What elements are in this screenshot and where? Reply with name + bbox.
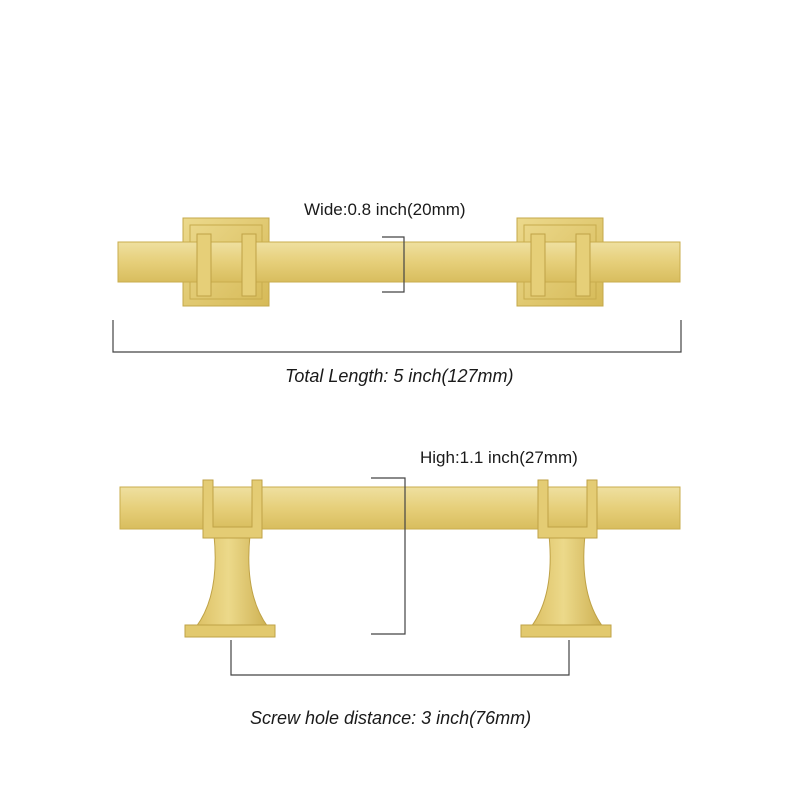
left-side-clamp: [202, 479, 263, 539]
right-side-clamp: [537, 479, 598, 539]
high-dimension-bracket: [371, 477, 406, 635]
left-leg: [184, 534, 276, 638]
wide-dimension-bracket: [382, 236, 405, 293]
high-label: High:1.1 inch(27mm): [420, 448, 578, 467]
screw-hole-label: Screw hole distance: 3 inch(76mm): [250, 708, 532, 728]
top-view-handle: [117, 217, 681, 307]
right-leg: [520, 534, 612, 638]
left-clamp: [196, 233, 257, 297]
screw-hole-bracket: [230, 640, 570, 676]
total-length-bracket: [112, 320, 682, 353]
side-view-handle: [119, 479, 681, 638]
wide-label: Wide:0.8 inch(20mm): [304, 200, 466, 219]
total-length-label: Total Length: 5 inch(127mm): [285, 366, 514, 386]
right-clamp: [530, 233, 591, 297]
